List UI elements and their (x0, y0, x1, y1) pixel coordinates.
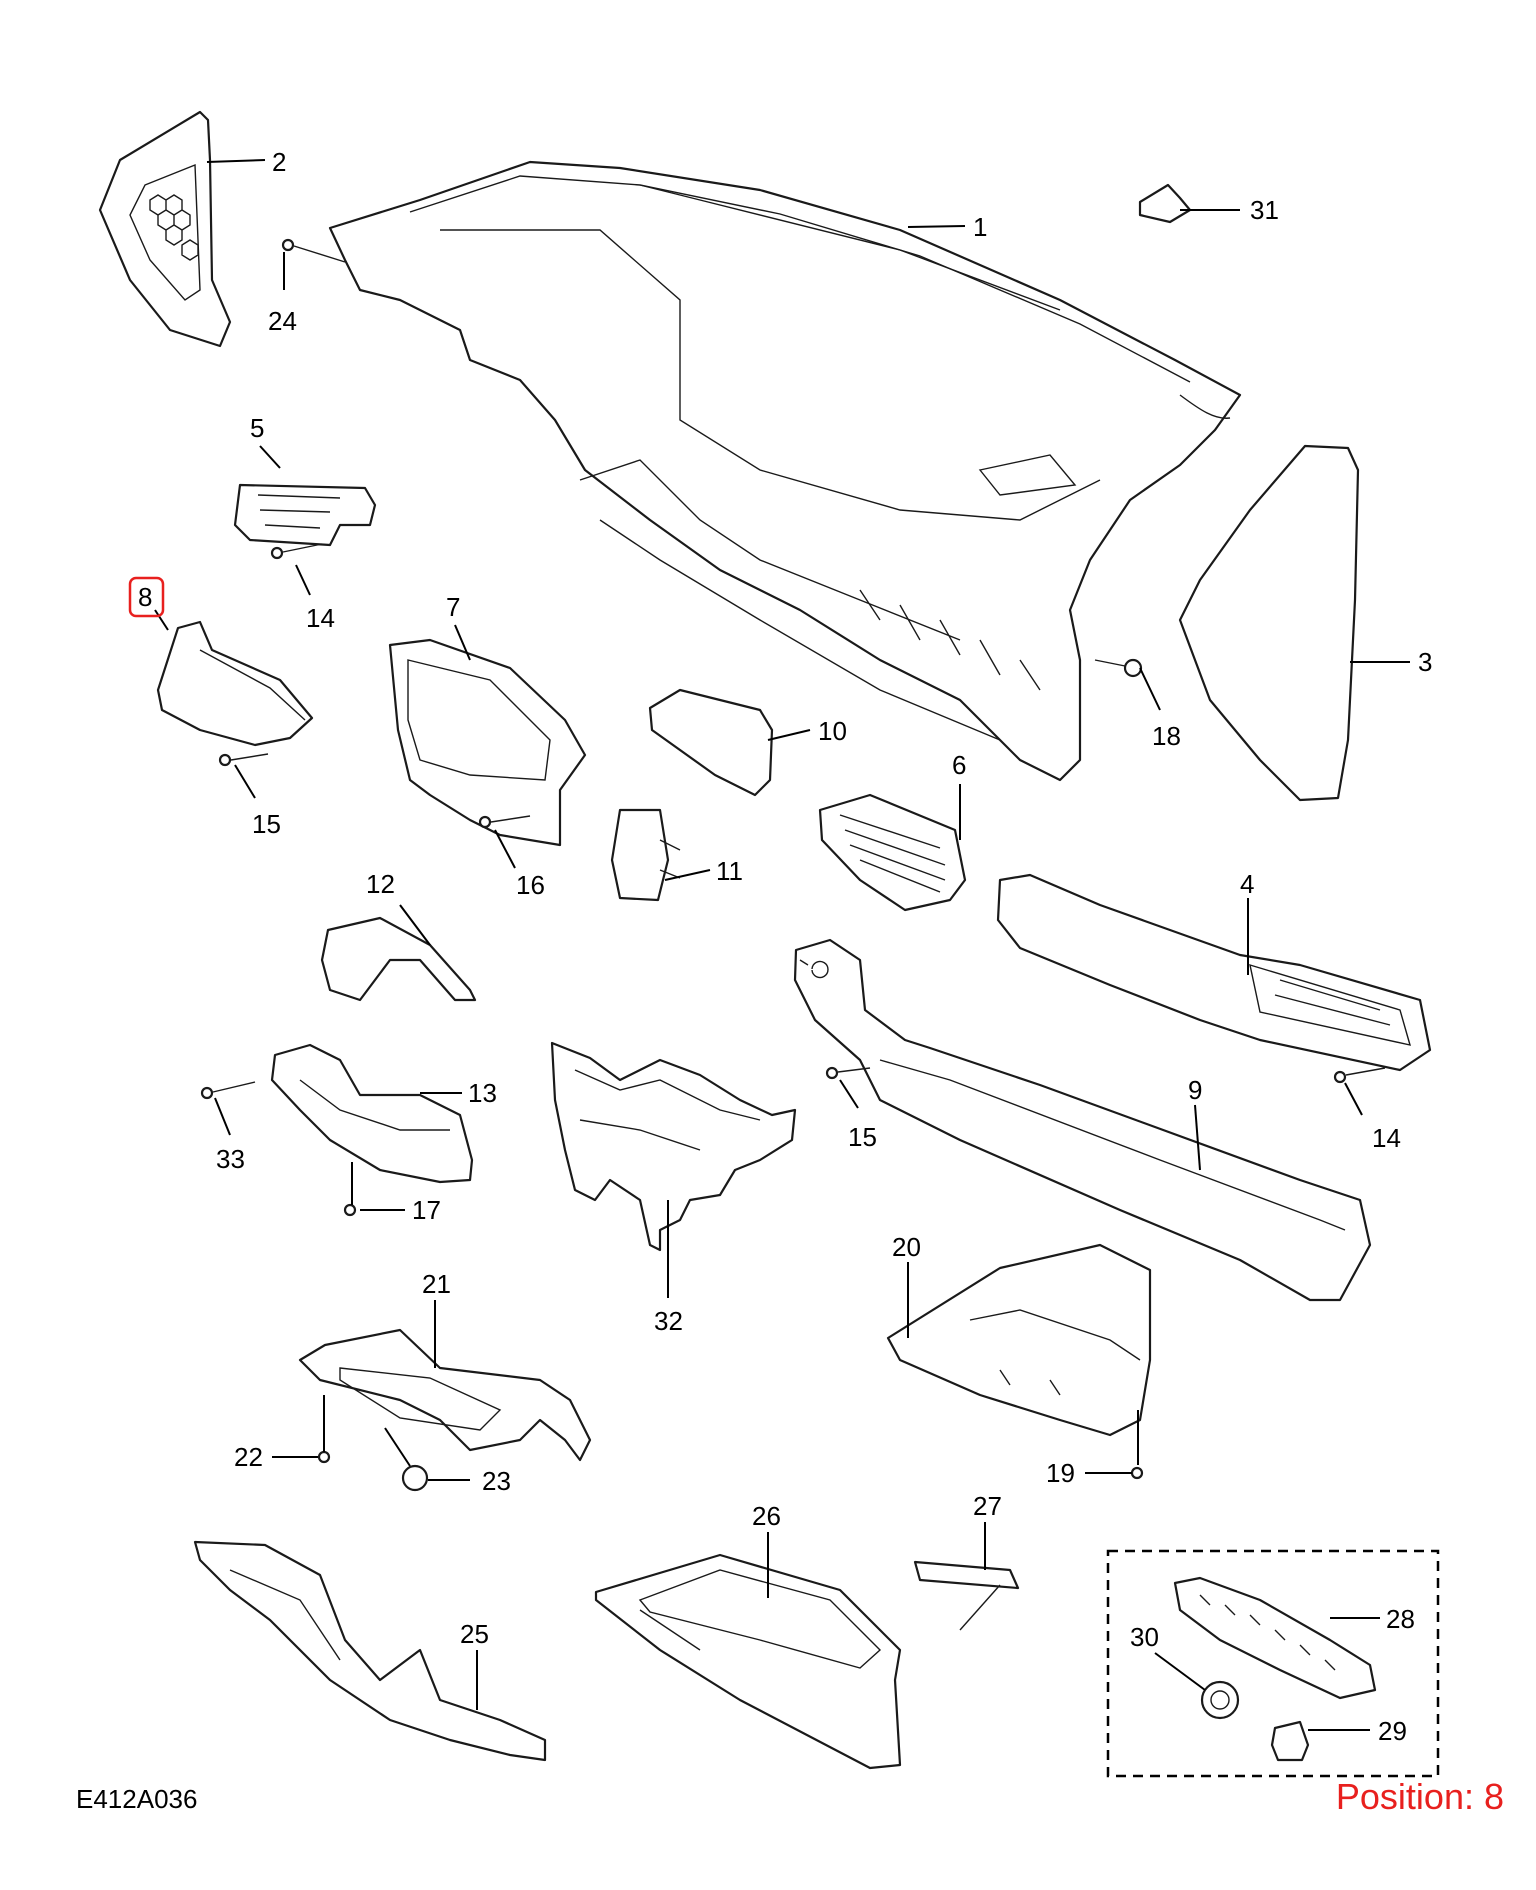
fastener-screw-19[interactable] (1130, 1466, 1144, 1480)
callout-31[interactable]: 31 (1250, 195, 1279, 225)
part-6-air-vent[interactable] (818, 793, 967, 912)
callout-25[interactable]: 25 (460, 1619, 489, 1649)
part-2-end-cap-left[interactable] (98, 110, 232, 348)
callout-1[interactable]: 1 (973, 212, 987, 242)
callout-24[interactable]: 24 (268, 306, 297, 336)
callout-3[interactable]: 3 (1418, 647, 1432, 677)
callout-12[interactable]: 12 (366, 869, 395, 899)
callout-5[interactable]: 5 (250, 413, 264, 443)
callout-7[interactable]: 7 (446, 592, 460, 622)
part-3-end-cap-right[interactable] (1178, 444, 1360, 802)
fastener-screw-16[interactable] (478, 815, 531, 829)
part-31-clip[interactable] (1138, 183, 1192, 224)
part-10-switch-panel[interactable] (648, 688, 774, 797)
callout-16[interactable]: 16 (516, 870, 545, 900)
callout-4[interactable]: 4 (1240, 869, 1254, 899)
fastener-screw-17[interactable] (343, 1203, 357, 1217)
callout-33[interactable]: 33 (216, 1144, 245, 1174)
part-28-switch-bank[interactable] (1173, 1576, 1377, 1700)
part-30-socket[interactable] (1200, 1680, 1240, 1720)
callout-6[interactable]: 6 (952, 750, 966, 780)
callout-19[interactable]: 19 (1046, 1458, 1075, 1488)
callout-17[interactable]: 17 (412, 1195, 441, 1225)
callout-14-a[interactable]: 14 (306, 603, 335, 633)
part-7-cluster-hood[interactable] (388, 638, 587, 847)
leader-lines (154, 159, 1410, 1731)
part-1-instrument-panel[interactable] (328, 160, 1242, 782)
fastener-screw-14-b[interactable] (1333, 1067, 1386, 1084)
callout-23[interactable]: 23 (482, 1466, 511, 1496)
callout-9[interactable]: 9 (1188, 1075, 1202, 1105)
callout-labels: 1 2 3 4 5 6 7 8 9 10 11 12 13 14 15 16 1… (128, 147, 1432, 1746)
fastener-clip-23[interactable] (401, 1464, 429, 1492)
callout-10[interactable]: 10 (818, 716, 847, 746)
part-29-button[interactable] (1270, 1720, 1310, 1762)
part-32-mounting-bracket[interactable] (550, 1041, 797, 1252)
callout-28[interactable]: 28 (1386, 1604, 1415, 1634)
callout-18[interactable]: 18 (1152, 721, 1181, 751)
callout-27[interactable]: 27 (973, 1491, 1002, 1521)
part-9-trim-lower[interactable] (793, 938, 1372, 1302)
callout-8[interactable]: 8 (138, 582, 152, 612)
part-8-trim-left[interactable] (156, 620, 314, 747)
diagram-code: E412A036 (76, 1784, 198, 1814)
callout-22[interactable]: 22 (234, 1442, 263, 1472)
callout-15-b[interactable]: 15 (848, 1122, 877, 1152)
callout-8-highlight (128, 576, 165, 618)
fastener-screw-22[interactable] (317, 1450, 331, 1464)
fastener-screw-15-a[interactable] (218, 753, 269, 767)
part-25-lower-trim[interactable] (193, 1540, 547, 1762)
position-indicator: Position: 8 (1335, 1776, 1504, 1817)
callout-11[interactable]: 11 (716, 856, 743, 886)
callout-2[interactable]: 2 (272, 147, 286, 177)
fastener-screw-15-b[interactable] (825, 1066, 871, 1080)
callout-32[interactable]: 32 (654, 1306, 683, 1336)
part-20-glovebox-housing[interactable] (886, 1243, 1152, 1437)
callout-30[interactable]: 30 (1130, 1622, 1159, 1652)
callout-13[interactable]: 13 (468, 1078, 497, 1108)
callout-14-b[interactable]: 14 (1372, 1123, 1401, 1153)
fastener-screw-14-a[interactable] (270, 543, 323, 560)
callout-20[interactable]: 20 (892, 1232, 921, 1262)
callout-29[interactable]: 29 (1378, 1716, 1407, 1746)
part-26-glovebox-door[interactable] (594, 1553, 902, 1770)
callout-26[interactable]: 26 (752, 1501, 781, 1531)
inset-box (1106, 1549, 1440, 1778)
fastener-bolt-18[interactable] (1094, 658, 1143, 678)
callout-21[interactable]: 21 (422, 1269, 451, 1299)
part-21-storage-tray[interactable] (298, 1328, 592, 1462)
part-13-column-shroud-lower[interactable] (270, 1043, 474, 1184)
part-12-column-shroud-upper[interactable] (320, 916, 477, 1002)
part-4-trim-panel-right[interactable] (996, 873, 1432, 1072)
callout-15-a[interactable]: 15 (252, 809, 281, 839)
fastener-screw-24[interactable] (281, 238, 346, 263)
fastener-screw-33[interactable] (200, 1081, 256, 1100)
part-5-bracket[interactable] (233, 483, 377, 547)
part-27-damper[interactable] (913, 1560, 1020, 1631)
part-11-module[interactable] (610, 808, 681, 902)
